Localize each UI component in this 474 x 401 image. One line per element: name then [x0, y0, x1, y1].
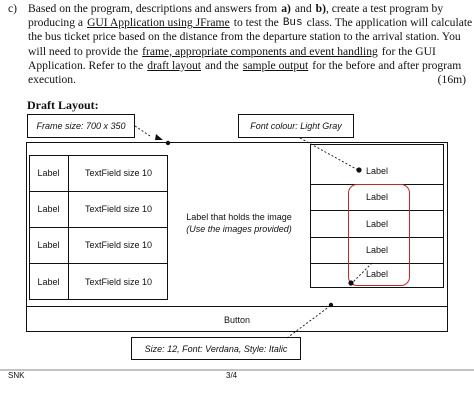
question-text: c) Based on the program, descriptions an… [8, 2, 472, 87]
question-line-6: execution. (16m) [28, 73, 466, 87]
row-divider [29, 191, 168, 192]
font-colour-callout: Font colour: Light Gray [238, 114, 354, 138]
left-textfield-2: TextField size 10 [84, 204, 153, 214]
right-label-5: Label [365, 269, 389, 279]
font-arrow-dot-1 [356, 167, 362, 173]
row-divider [29, 227, 168, 228]
gui-application-underlined: GUI Application using JFrame [87, 16, 230, 30]
left-textfield-3: TextField size 10 [84, 240, 153, 250]
left-label-1: Label [37, 168, 60, 178]
text-run: for the before and after program [312, 58, 462, 72]
sample-output-underlined: sample output [242, 58, 309, 72]
button-placeholder: Button [223, 314, 251, 325]
left-label-2: Label [37, 204, 60, 214]
frame-arrow-line [134, 125, 151, 137]
text-run: and [294, 2, 312, 15]
right-label-4: Label [365, 245, 389, 255]
question-line-3: the bus ticket price based on the distan… [28, 30, 466, 44]
button-arrow-dot [328, 302, 334, 308]
left-textfield-4: TextField size 10 [84, 276, 153, 287]
question-line-2: producing a GUI Application using JFrame… [28, 16, 472, 30]
draft-layout-title: Draft Layout: [27, 98, 99, 112]
ref-a: a) [281, 2, 291, 15]
row-divider [310, 210, 444, 211]
frame-size-callout: Frame size: 700 x 350 [27, 114, 135, 138]
text-run: producing a [28, 16, 84, 30]
frame-arrow-dot [165, 140, 171, 146]
image-label: Label that holds the image (Use the imag… [170, 211, 308, 235]
right-label-1: Label [365, 165, 389, 176]
text-run: class. The application will calculate [306, 16, 473, 30]
row-divider [310, 263, 444, 264]
image-label-line2: (Use the images provided) [186, 224, 292, 234]
row-divider [29, 263, 168, 264]
question-number: c) [8, 2, 18, 15]
ref-b: b) [315, 2, 326, 15]
button-arrow-line [286, 305, 331, 339]
frame-components-underlined: frame, appropriate components and event … [142, 44, 378, 58]
text-run: and the [205, 58, 239, 72]
font-arrow-line-2 [351, 262, 373, 284]
row-divider [310, 237, 444, 238]
bus-class-code: Bus [282, 17, 303, 30]
left-label-4: Label [37, 276, 60, 287]
question-line-1: Based on the program, descriptions and a… [28, 2, 466, 16]
text-run: execution. [28, 73, 76, 87]
question-line-5: Application. Refer to the draft layout a… [28, 59, 466, 73]
highlight-outline [348, 184, 410, 286]
text-run: the bus ticket price based on the distan… [28, 30, 461, 44]
right-label-2: Label [365, 192, 389, 202]
button-divider [26, 306, 448, 307]
draft-layout-underlined: draft layout [147, 58, 202, 72]
text-run: Application. Refer to the [28, 58, 144, 72]
right-label-3: Label [365, 218, 389, 229]
footer-left: SNK [8, 371, 25, 380]
text-run: for the GUI [381, 44, 436, 58]
right-panel [310, 144, 444, 288]
image-label-line1: Label that holds the image [186, 212, 292, 222]
frame-arrow-head [155, 134, 163, 140]
left-textfield-1: TextField size 10 [84, 168, 153, 178]
font-arrow-line-1 [299, 137, 359, 171]
marks-badge: (16m) [437, 73, 466, 87]
question-line-4: will need to provide the frame, appropri… [28, 45, 466, 59]
text-run: Based on the program, descriptions and a… [28, 2, 278, 15]
left-label-3: Label [37, 240, 60, 250]
page-number: 3/4 [226, 371, 238, 380]
button-font-callout: Size: 12, Font: Verdana, Style: Italic [131, 337, 301, 360]
text-run: to test the [233, 16, 279, 30]
text-run: , create a test program by [325, 2, 444, 15]
font-arrow-dot-2 [348, 280, 354, 286]
text-run: will need to provide the [28, 44, 139, 58]
